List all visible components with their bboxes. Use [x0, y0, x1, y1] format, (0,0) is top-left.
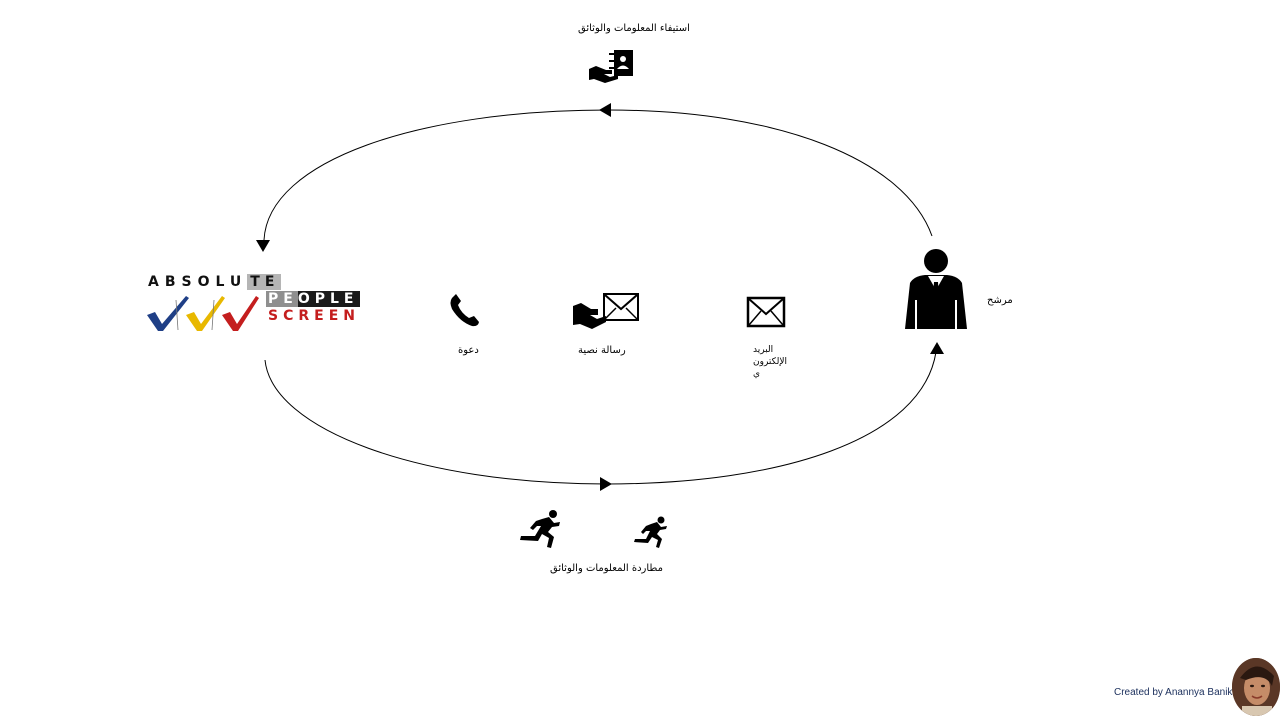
- email-label-line2: الإلكترون: [753, 357, 787, 367]
- email-label-line3: ي: [753, 369, 761, 379]
- lower-cycle-arc: [264, 351, 937, 485]
- arrowhead-right-up: [930, 342, 944, 354]
- call-label: دعوة: [458, 345, 479, 356]
- logo-absolute-main: ABSOLU: [148, 274, 248, 290]
- arrowhead-bottom-right: [600, 477, 612, 491]
- logo-absolute-highlight: TE: [247, 274, 282, 290]
- author-credit: Created by Anannya Banik: [1114, 687, 1233, 698]
- envelope-icon: [746, 296, 786, 328]
- top-node-label: استيفاء المعلومات والوثائق: [578, 23, 690, 34]
- bottom-node-label: مطاردة المعلومات والوثائق: [550, 563, 663, 574]
- candidate-label: مرشح: [987, 295, 1013, 306]
- text-message-label: رسالة نصية: [578, 345, 626, 356]
- arrowhead-top-left: [599, 103, 611, 117]
- hand-contact-card-icon: [589, 50, 633, 83]
- phone-handset-icon: [450, 294, 479, 327]
- upper-cycle-arc: [263, 109, 933, 241]
- logo-people-highlight: PE: [266, 290, 298, 307]
- logo-people-main: OPLE: [297, 290, 361, 307]
- avatar: [1232, 658, 1280, 716]
- person-in-suit-icon: [905, 249, 967, 329]
- logo-screen-text: SCREEN: [268, 308, 360, 324]
- running-person-icon: [634, 516, 667, 548]
- logo-checkmarks: [147, 296, 259, 331]
- email-label-line1: البريد: [753, 345, 774, 355]
- running-person-icon: [520, 510, 560, 548]
- arrowhead-left-down: [256, 240, 270, 252]
- hand-envelope-icon: [573, 293, 639, 329]
- author-portrait: [1232, 658, 1280, 716]
